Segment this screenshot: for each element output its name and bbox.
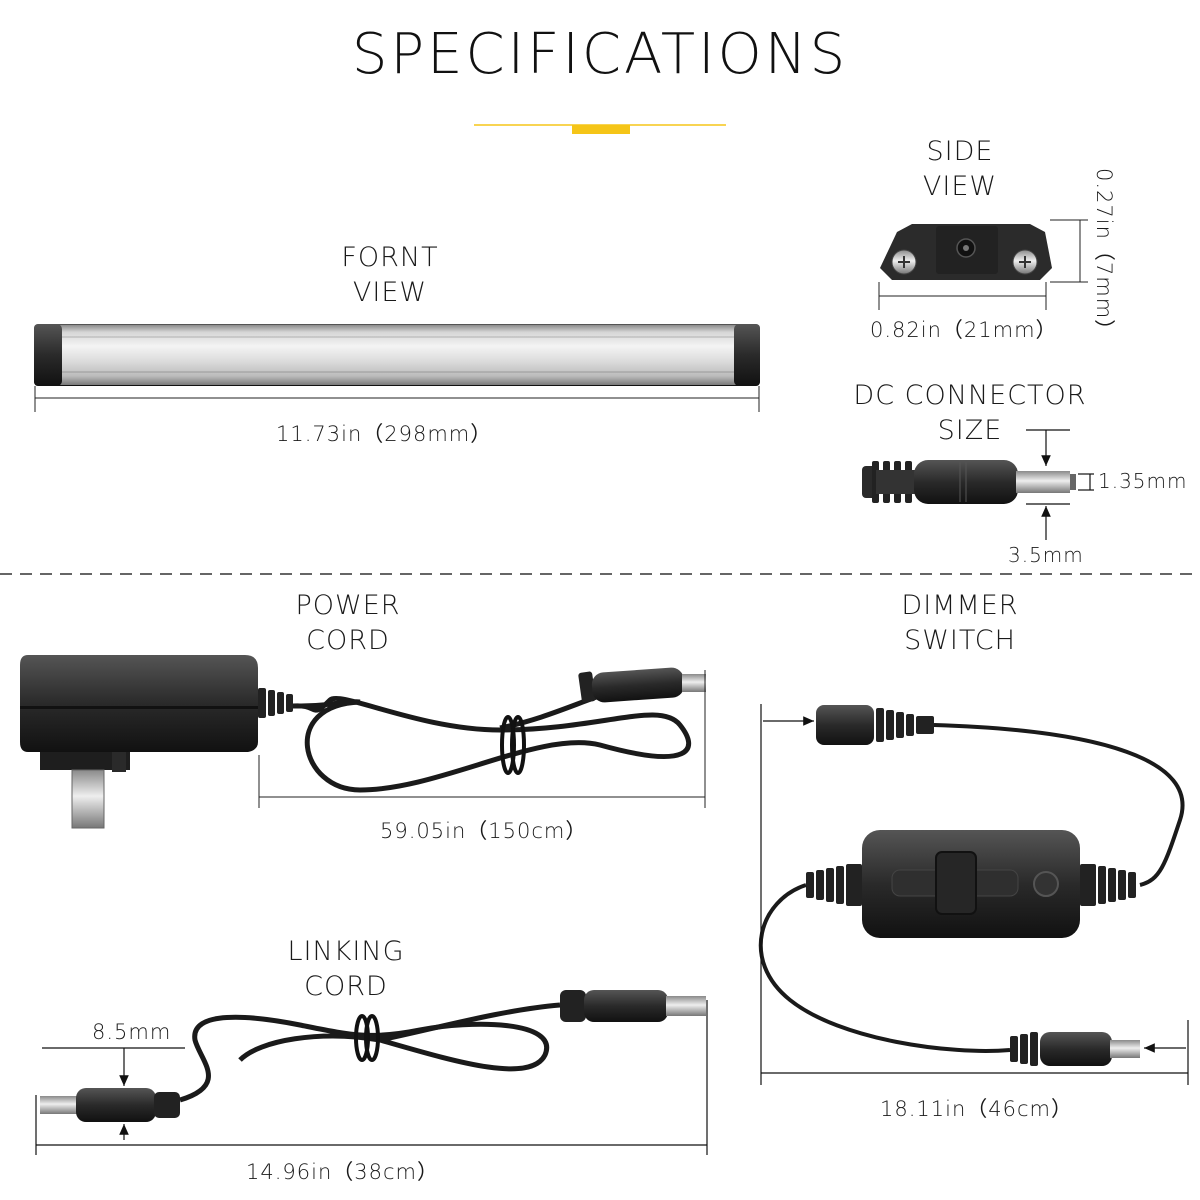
linking-cord-plug-size: 8.5mm [92, 1020, 172, 1044]
title-accent [474, 124, 726, 134]
power-cord-cable [292, 696, 691, 793]
dc-connector-dimension-lines [1026, 429, 1094, 540]
side-view-label-line2: VIEW [922, 171, 998, 202]
side-view-label-line1: SIDE [926, 136, 994, 167]
dc-connector-outer-diameter: 3.5mm [1008, 543, 1084, 567]
linking-cord-dimension-lines [35, 1000, 708, 1155]
side-view-width: 0.82in（21mm） [870, 318, 1058, 342]
side-view-profile [880, 224, 1052, 280]
dc-connector-label: DC CONNECTOR SIZE [840, 378, 1100, 448]
front-view-label-line2: VIEW [352, 277, 428, 308]
power-adapter [20, 655, 293, 829]
power-cord-length: 59.05in（150cm） [380, 819, 588, 843]
dc-connector-label-line1: DC CONNECTOR [853, 380, 1087, 411]
linking-cord-right-plug [560, 990, 706, 1022]
dc-connector-inner-diameter: 1.35mm [1098, 469, 1188, 493]
dimmer-switch-label-line1: DIMMER [901, 590, 1019, 621]
power-cord-dimension-line [258, 670, 706, 808]
front-view-dimension-line [34, 386, 760, 412]
linking-cord-length: 14.96in（38cm） [246, 1160, 439, 1184]
dimmer-input-plug [816, 705, 934, 745]
front-view-label-line1: FORNT [341, 242, 439, 273]
dimmer-switch-label-line2: SWITCH [904, 625, 1016, 656]
front-view-length: 11.73in（298mm） [276, 422, 493, 446]
page-title: SPECIFICATIONS [351, 22, 849, 87]
side-view-label: SIDE VIEW [880, 134, 1040, 204]
dc-connector-label-line2: SIZE [937, 415, 1003, 446]
power-cord-tie [500, 715, 526, 775]
linking-cord-label-line2: CORD [304, 971, 388, 1002]
dimmer-switch-length: 18.11in（46cm） [880, 1097, 1073, 1121]
front-view-label: FORNT VIEW [290, 240, 490, 310]
dimmer-cables [758, 723, 1185, 1053]
power-cord-label-line2: CORD [306, 625, 390, 656]
linking-cord-tie [354, 1014, 380, 1062]
dc-connector-plug [862, 460, 1076, 504]
dimmer-switch-unit [806, 830, 1136, 938]
dimmer-output-plug [1010, 1032, 1140, 1066]
light-bar-front-view [34, 324, 760, 386]
power-cord-label-line1: POWER [295, 590, 401, 621]
side-view-dimension-lines [878, 219, 1088, 310]
power-cord-label: POWER CORD [248, 588, 448, 658]
power-cord-plug [578, 667, 706, 703]
side-view-height: 0.27in（7mm） [1092, 168, 1116, 342]
linking-cord-left-plug [40, 1088, 180, 1122]
linking-cord-label: LINKING CORD [246, 934, 446, 1004]
dimmer-switch-label: DIMMER SWITCH [860, 588, 1060, 658]
linking-cord-label-line1: LINKING [287, 936, 405, 967]
dimmer-dimension-lines [760, 704, 1189, 1085]
